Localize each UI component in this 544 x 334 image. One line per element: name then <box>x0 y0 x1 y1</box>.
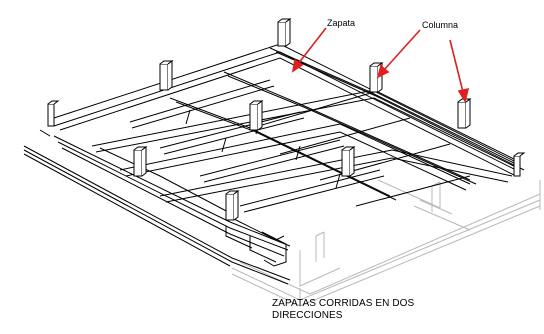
columna-arrow-1 <box>383 29 421 71</box>
columna-arrowhead-2 <box>457 87 470 104</box>
faded-slab-edge <box>231 179 541 307</box>
columna-arrow-2 <box>449 39 464 93</box>
columns <box>47 18 526 221</box>
zapata-label: Zapata <box>327 18 355 28</box>
zapata-arrow <box>297 27 327 65</box>
zapata-arrowhead <box>291 58 304 73</box>
caption-line-2: DIRECCIONES <box>272 310 343 321</box>
columna-label: Columna <box>422 20 458 30</box>
annotation-arrows <box>291 27 470 104</box>
slab-base-lines <box>23 129 291 285</box>
columna-arrowhead-1 <box>376 64 390 79</box>
footing-beams <box>53 43 525 267</box>
caption-line-1: ZAPATAS CORRIDAS EN DOS <box>272 298 415 309</box>
drawing-caption: ZAPATAS CORRIDAS EN DOS DIRECCIONES <box>272 298 532 322</box>
